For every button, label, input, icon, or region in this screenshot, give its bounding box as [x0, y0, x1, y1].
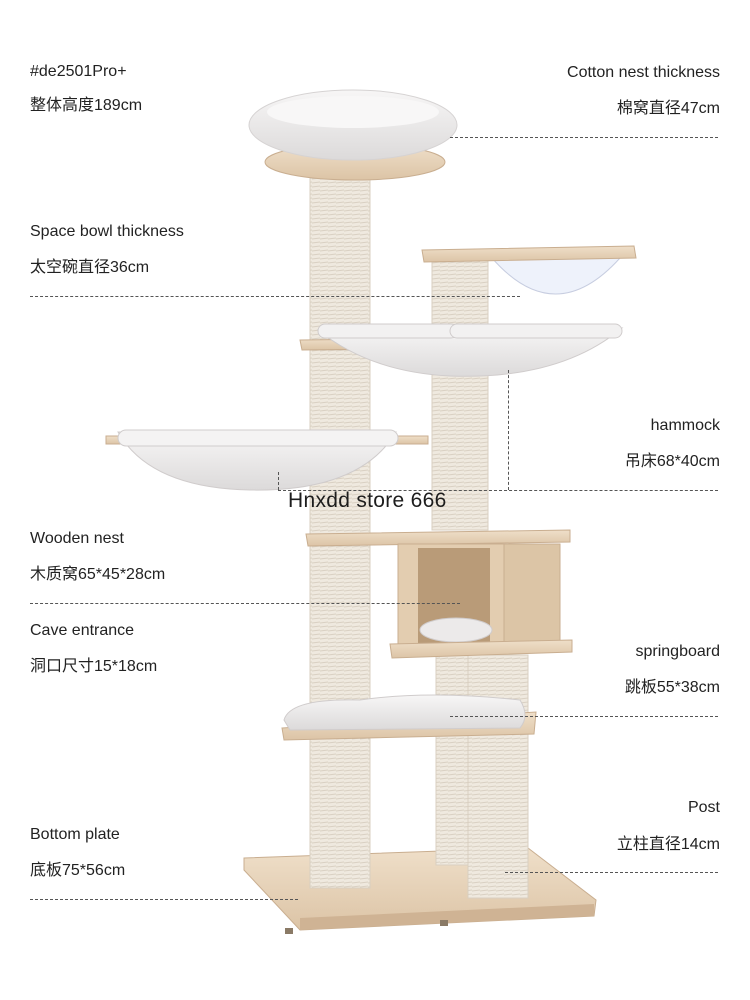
leader-bottom-plate: [30, 899, 298, 900]
space-bowl: [421, 245, 637, 295]
hammock-title: hammock: [650, 417, 720, 434]
leader-space-bowl: [30, 296, 520, 297]
space-bowl-value: 太空碗直径36cm: [30, 259, 150, 276]
post-title: Post: [687, 799, 720, 816]
cave-entrance-title: Cave entrance: [30, 622, 135, 639]
leader-springboard: [450, 716, 718, 717]
leader-cotton-nest: [450, 137, 718, 138]
cotton-nest: [248, 89, 458, 181]
bottom-plate: [243, 847, 597, 934]
cotton-nest-value: 棉窝直径47cm: [616, 100, 720, 117]
bottom-plate-title: Bottom plate: [30, 826, 120, 843]
hammock-upper: [299, 323, 624, 377]
springboard-value: 跳板55*38cm: [624, 679, 720, 696]
leader-hammock-vertical-right: [508, 370, 509, 490]
bottom-plate-value: 底板75*56cm: [30, 862, 126, 879]
leader-hammock: [278, 490, 718, 491]
springboard-title: springboard: [635, 643, 721, 660]
springboard: [281, 694, 537, 741]
model-number: #de2501Pro+: [30, 63, 127, 80]
hammock-lower: [105, 429, 429, 491]
cave-entrance-value: 洞口尺寸15*18cm: [30, 658, 158, 675]
space-bowl-title: Space bowl thickness: [30, 223, 184, 240]
wooden-nest-title: Wooden nest: [30, 530, 124, 547]
post-value: 立柱直径14cm: [616, 836, 720, 853]
cotton-nest-title: Cotton nest thickness: [567, 64, 720, 81]
leader-post: [505, 872, 718, 873]
hammock-value: 吊床68*40cm: [624, 453, 720, 470]
leader-wooden-nest: [30, 603, 460, 604]
overall-height: 整体高度189cm: [30, 97, 143, 114]
wooden-nest-value: 木质窝65*45*28cm: [30, 566, 166, 583]
store-watermark: Hnxdd store 666: [288, 489, 447, 512]
leader-hammock-vertical-left: [278, 472, 279, 490]
wooden-nest: [305, 529, 573, 659]
